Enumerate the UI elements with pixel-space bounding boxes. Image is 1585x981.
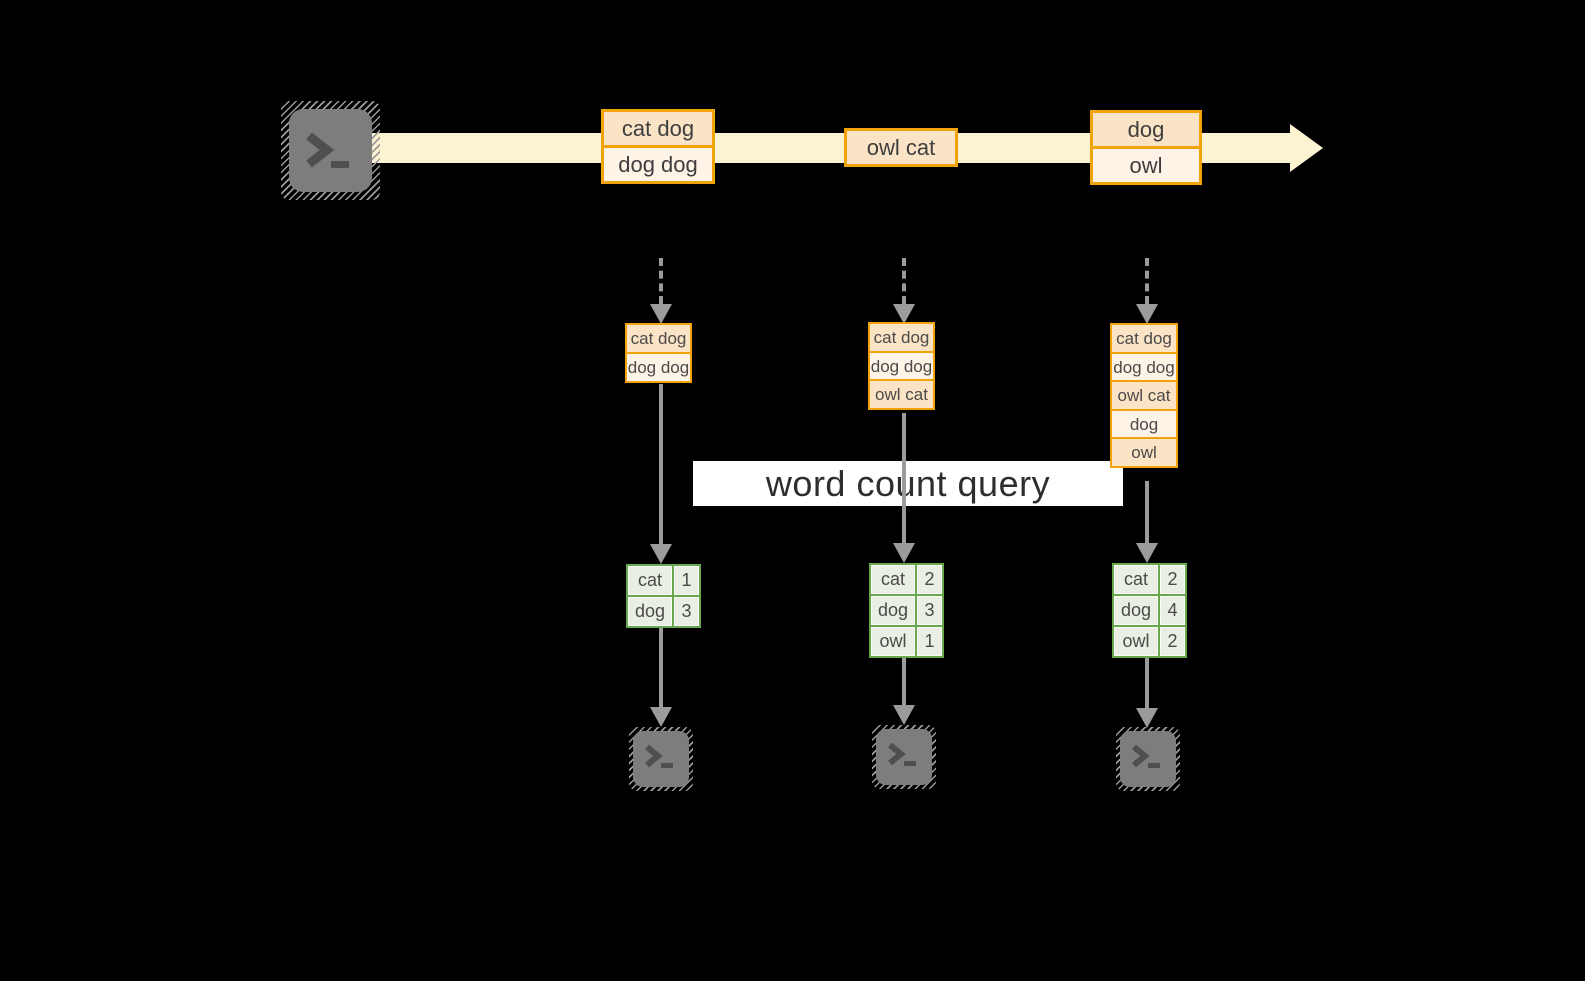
terminal-icon-body bbox=[876, 729, 932, 785]
count-cell: 4 bbox=[1160, 596, 1185, 625]
batch-record: owl cat bbox=[844, 128, 958, 167]
stream-arrowhead bbox=[1290, 124, 1323, 172]
count-cell: 3 bbox=[917, 596, 942, 625]
state-record: dog bbox=[1110, 408, 1178, 440]
word-count-table-1: cat 1 dog 3 bbox=[626, 564, 701, 628]
state-record: dog dog bbox=[868, 350, 935, 382]
dashed-arrow-line bbox=[1145, 258, 1149, 304]
arrow-line bbox=[659, 384, 663, 544]
state-record: owl cat bbox=[1110, 380, 1178, 411]
batch-record: dog bbox=[1090, 110, 1202, 149]
state-record: cat dog bbox=[625, 323, 692, 354]
arrowhead-icon bbox=[1136, 543, 1158, 563]
arrowhead-icon bbox=[893, 304, 915, 324]
state-record: dog dog bbox=[625, 351, 692, 383]
arrowhead-icon bbox=[1136, 708, 1158, 728]
state-box-2: cat dog dog dog owl cat bbox=[868, 322, 935, 410]
stream-batch-1: cat dog dog dog bbox=[601, 109, 715, 184]
arrow-line bbox=[902, 413, 906, 543]
state-record: cat dog bbox=[868, 322, 935, 353]
state-record: owl bbox=[1110, 437, 1178, 468]
count-cell: 2 bbox=[1160, 565, 1185, 594]
count-cell: 1 bbox=[674, 566, 699, 595]
count-cell: 2 bbox=[917, 565, 942, 594]
arrow-line bbox=[1145, 656, 1149, 708]
shell-prompt-icon bbox=[1132, 744, 1160, 768]
shell-prompt-icon bbox=[645, 744, 673, 768]
arrowhead-icon bbox=[893, 705, 915, 725]
state-record: cat dog bbox=[1110, 323, 1178, 354]
terminal-icon-body bbox=[633, 731, 689, 787]
word-count-table-3: cat 2 dog 4 owl 2 bbox=[1112, 563, 1187, 658]
word-cell: dog bbox=[1114, 596, 1158, 625]
dashed-arrow-line bbox=[902, 258, 906, 304]
terminal-icon bbox=[629, 727, 693, 791]
word-cell: dog bbox=[628, 597, 672, 626]
word-cell: cat bbox=[871, 565, 915, 594]
arrow-line bbox=[902, 656, 906, 705]
arrowhead-icon bbox=[650, 707, 672, 727]
terminal-icon bbox=[872, 725, 936, 789]
state-box-1: cat dog dog dog bbox=[625, 323, 692, 383]
word-cell: owl bbox=[871, 627, 915, 656]
arrowhead-icon bbox=[650, 304, 672, 324]
state-record: owl cat bbox=[868, 379, 935, 410]
word-cell: dog bbox=[871, 596, 915, 625]
arrowhead-icon bbox=[893, 543, 915, 563]
stream-batch-3: dog owl bbox=[1090, 110, 1202, 185]
count-cell: 1 bbox=[917, 627, 942, 656]
stream-batch-2: owl cat bbox=[844, 128, 958, 167]
word-cell: cat bbox=[1114, 565, 1158, 594]
terminal-icon bbox=[281, 101, 380, 200]
count-cell: 2 bbox=[1160, 627, 1185, 656]
batch-record: dog dog bbox=[601, 145, 715, 184]
arrowhead-icon bbox=[650, 544, 672, 564]
batch-record: owl bbox=[1090, 146, 1202, 185]
word-cell: cat bbox=[628, 566, 672, 595]
terminal-icon-body bbox=[1120, 731, 1176, 787]
query-label: word count query bbox=[693, 461, 1123, 506]
shell-prompt-icon bbox=[888, 742, 916, 766]
state-box-3: cat dog dog dog owl cat dog owl bbox=[1110, 323, 1178, 468]
batch-record: cat dog bbox=[601, 109, 715, 148]
word-cell: owl bbox=[1114, 627, 1158, 656]
dashed-arrow-line bbox=[659, 258, 663, 304]
word-count-table-2: cat 2 dog 3 owl 1 bbox=[869, 563, 944, 658]
arrow-line bbox=[659, 628, 663, 707]
terminal-icon bbox=[1116, 727, 1180, 791]
arrowhead-icon bbox=[1136, 304, 1158, 324]
shell-prompt-icon bbox=[306, 132, 349, 168]
count-cell: 3 bbox=[674, 597, 699, 626]
arrow-line bbox=[1145, 481, 1149, 543]
terminal-icon-body bbox=[289, 109, 372, 192]
state-record: dog dog bbox=[1110, 351, 1178, 383]
